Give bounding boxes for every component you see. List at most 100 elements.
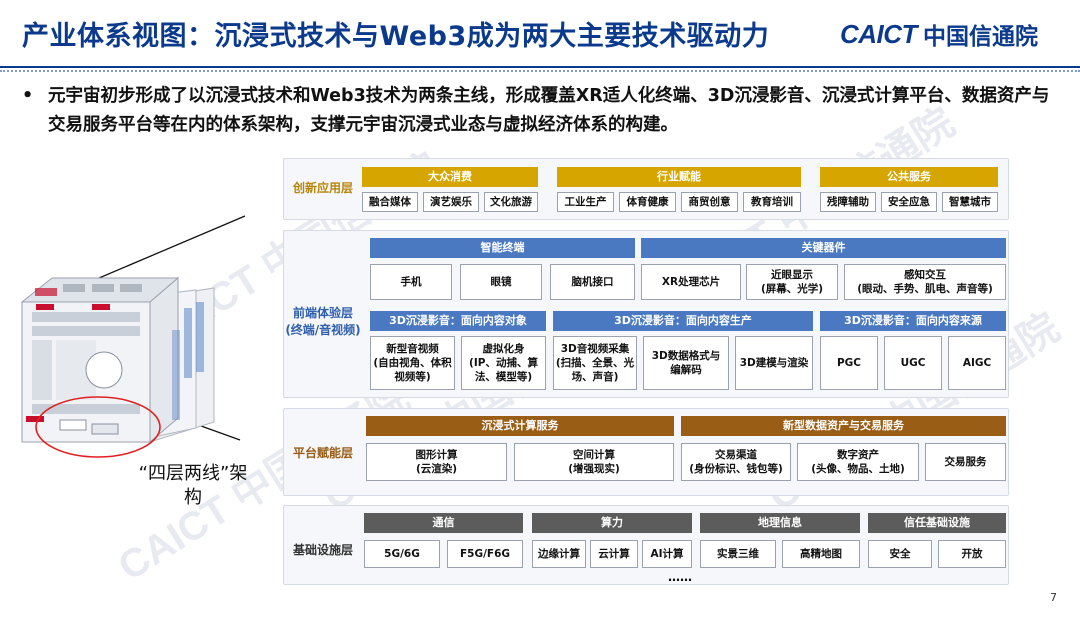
- layer-label-platform: 平台赋能层: [292, 446, 353, 460]
- front-band-2: [32, 326, 140, 336]
- header-smart-terminal: 智能终端: [370, 238, 635, 258]
- layer-label-frontend-main: 前端体验层: [292, 306, 353, 320]
- graphics-compute-detail: (云渲染): [415, 463, 458, 475]
- cell-open: 开放: [938, 540, 1006, 568]
- cube-svg: [20, 215, 246, 458]
- logo-latin: CAICT: [840, 18, 917, 49]
- front-band-1: [32, 312, 140, 322]
- front-band-3: [32, 404, 140, 414]
- near-eye-display-title: 近眼显示: [771, 269, 813, 281]
- infra-ellipsis: ……: [668, 570, 692, 584]
- cell-xr-chip: XR处理芯片: [641, 264, 741, 300]
- header-communication: 通信: [364, 513, 523, 533]
- cell-disability-assist: 残障辅助: [820, 192, 876, 212]
- cell-emergency: 安全应急: [881, 192, 937, 212]
- header-mass-consumer: 大众消费: [362, 167, 538, 187]
- cell-5g-6g: 5G/6G: [364, 540, 440, 568]
- header-immersive-compute: 沉浸式计算服务: [366, 416, 674, 436]
- cube-top-tag-2: [63, 284, 85, 292]
- title-divider-dotted: [0, 70, 1080, 72]
- front-red-tag-1: [36, 304, 54, 310]
- cell-digital-asset: 数字资产 (头像、物品、土地): [797, 443, 919, 481]
- cell-bci: 脑机接口: [550, 264, 635, 300]
- cell-security: 安全: [868, 540, 932, 568]
- logo-chinese: 中国信通院: [922, 24, 1038, 50]
- title-divider: [0, 66, 1080, 68]
- cell-sports-health: 体育健康: [619, 192, 676, 212]
- cell-education-training: 教育培训: [743, 192, 801, 212]
- cube-top-tag-1: [35, 288, 57, 296]
- header-compute-power: 算力: [532, 513, 692, 533]
- side-band-1: [184, 308, 192, 378]
- highlight-ellipse: [35, 396, 161, 458]
- header-3d-content-object: 3D沉浸影音：面向内容对象: [370, 311, 546, 331]
- front-red-tag-3: [26, 416, 44, 422]
- header-3d-content-source: 3D沉浸影音：面向内容来源: [820, 311, 1006, 331]
- avatar-detail: (IP、动捕、算法、模型等): [469, 357, 538, 383]
- header-3d-content-production: 3D沉浸影音：面向内容生产: [553, 311, 813, 331]
- cell-f5g-f6g: F5G/F6G: [447, 540, 523, 568]
- cell-hd-map: 高精地图: [782, 540, 860, 568]
- cell-3d-av-capture: 3D音视频采集 (扫描、全景、光场、声音): [553, 336, 637, 390]
- cell-pgc: PGC: [820, 336, 878, 390]
- 3d-av-capture-title: 3D音视频采集: [560, 343, 630, 355]
- spatial-compute-title: 空间计算: [573, 449, 615, 461]
- cell-trade-channel: 交易渠道 (身份标识、钱包等): [681, 443, 791, 481]
- cell-3d-data-codec: 3D数据格式与编解码: [643, 336, 729, 390]
- header-public-service: 公共服务: [820, 167, 998, 187]
- side-band-3: [172, 330, 180, 420]
- layer-label-infra: 基础设施层: [292, 543, 353, 557]
- trade-channel-title: 交易渠道: [715, 449, 757, 461]
- perception-interaction-detail: (眼动、手势、肌电、声音等): [857, 283, 993, 295]
- front-red-tag-2: [92, 304, 110, 310]
- spatial-compute-detail: (增强现实): [568, 463, 620, 475]
- cell-aigc: AIGC: [948, 336, 1006, 390]
- web3-tag: [59, 419, 87, 431]
- page-number: 7: [1050, 591, 1057, 604]
- caict-logo: CAICT 中国信通院: [840, 14, 1038, 54]
- cube-top-tag-4: [120, 284, 142, 292]
- layer-label-app: 创新应用层: [292, 181, 353, 195]
- bullet-text: 元宇宙初步形成了以沉浸式技术和Web3技术为两条主线，形成覆盖XR适人化终端、3…: [48, 86, 1050, 135]
- near-eye-display-detail: (屏幕、光学): [760, 283, 824, 295]
- four-layer-cube-illustration: [0, 180, 282, 520]
- cell-smart-city: 智慧城市: [942, 192, 998, 212]
- layer-label-frontend: 前端体验层 (终端/音视频): [284, 305, 362, 339]
- perception-interaction-title: 感知交互: [904, 269, 946, 281]
- side-band-2: [196, 302, 204, 372]
- cell-3d-modeling-rendering: 3D建模与渲染: [735, 336, 813, 390]
- header-geo-info: 地理信息: [700, 513, 860, 533]
- cell-performing-arts: 演艺娱乐: [423, 192, 479, 212]
- cell-near-eye-display: 近眼显示 (屏幕、光学): [746, 264, 838, 300]
- digital-asset-detail: (头像、物品、土地): [811, 463, 905, 475]
- digital-asset-title: 数字资产: [837, 449, 879, 461]
- new-av-detail: (自由视角、体积视频等): [373, 357, 452, 383]
- header-trust-infra: 信任基础设施: [868, 513, 1006, 533]
- title-bar: 产业体系视图：沉浸式技术与Web3成为两大主要技术驱动力 CAICT 中国信通院: [0, 0, 1080, 66]
- four-layer-two-line-caption: “四层两线”架构: [138, 463, 248, 508]
- avatar-title: 虚拟化身: [482, 343, 525, 355]
- cell-avatar: 虚拟化身 (IP、动捕、算法、模型等): [461, 336, 546, 390]
- bullet-dot: •: [22, 86, 34, 106]
- 3d-av-capture-detail: (扫描、全景、光场、声音): [555, 357, 635, 383]
- header-data-asset-trade: 新型数据资产与交易服务: [681, 416, 1006, 436]
- cell-new-av: 新型音视频 (自由视角、体积视频等): [370, 336, 455, 390]
- tech-tag: [91, 423, 119, 435]
- cell-industrial-production: 工业生产: [557, 192, 614, 212]
- front-col-1: [32, 340, 52, 400]
- cell-perception-interaction: 感知交互 (眼动、手势、肌电、声音等): [844, 264, 1006, 300]
- cell-edge-compute: 边缘计算: [532, 540, 586, 568]
- cell-cloud-compute: 云计算: [590, 540, 638, 568]
- cell-phone: 手机: [370, 264, 452, 300]
- header-key-components: 关键器件: [641, 238, 1006, 258]
- cell-graphics-compute: 图形计算 (云渲染): [366, 443, 507, 481]
- cube-right-face: [149, 276, 179, 444]
- cell-trade-service: 交易服务: [925, 443, 1006, 481]
- layer-label-frontend-sub: (终端/音视频): [285, 323, 361, 337]
- cell-commerce-creativity: 商贸创意: [681, 192, 738, 212]
- cell-spatial-compute: 空间计算 (增强现实): [514, 443, 674, 481]
- front-circle: [85, 351, 123, 389]
- bullet-paragraph: • 元宇宙初步形成了以沉浸式技术和Web3技术为两条主线，形成覆盖XR适人化终端…: [22, 82, 1062, 140]
- trade-channel-detail: (身份标识、钱包等): [689, 463, 783, 475]
- graphics-compute-title: 图形计算: [415, 449, 458, 461]
